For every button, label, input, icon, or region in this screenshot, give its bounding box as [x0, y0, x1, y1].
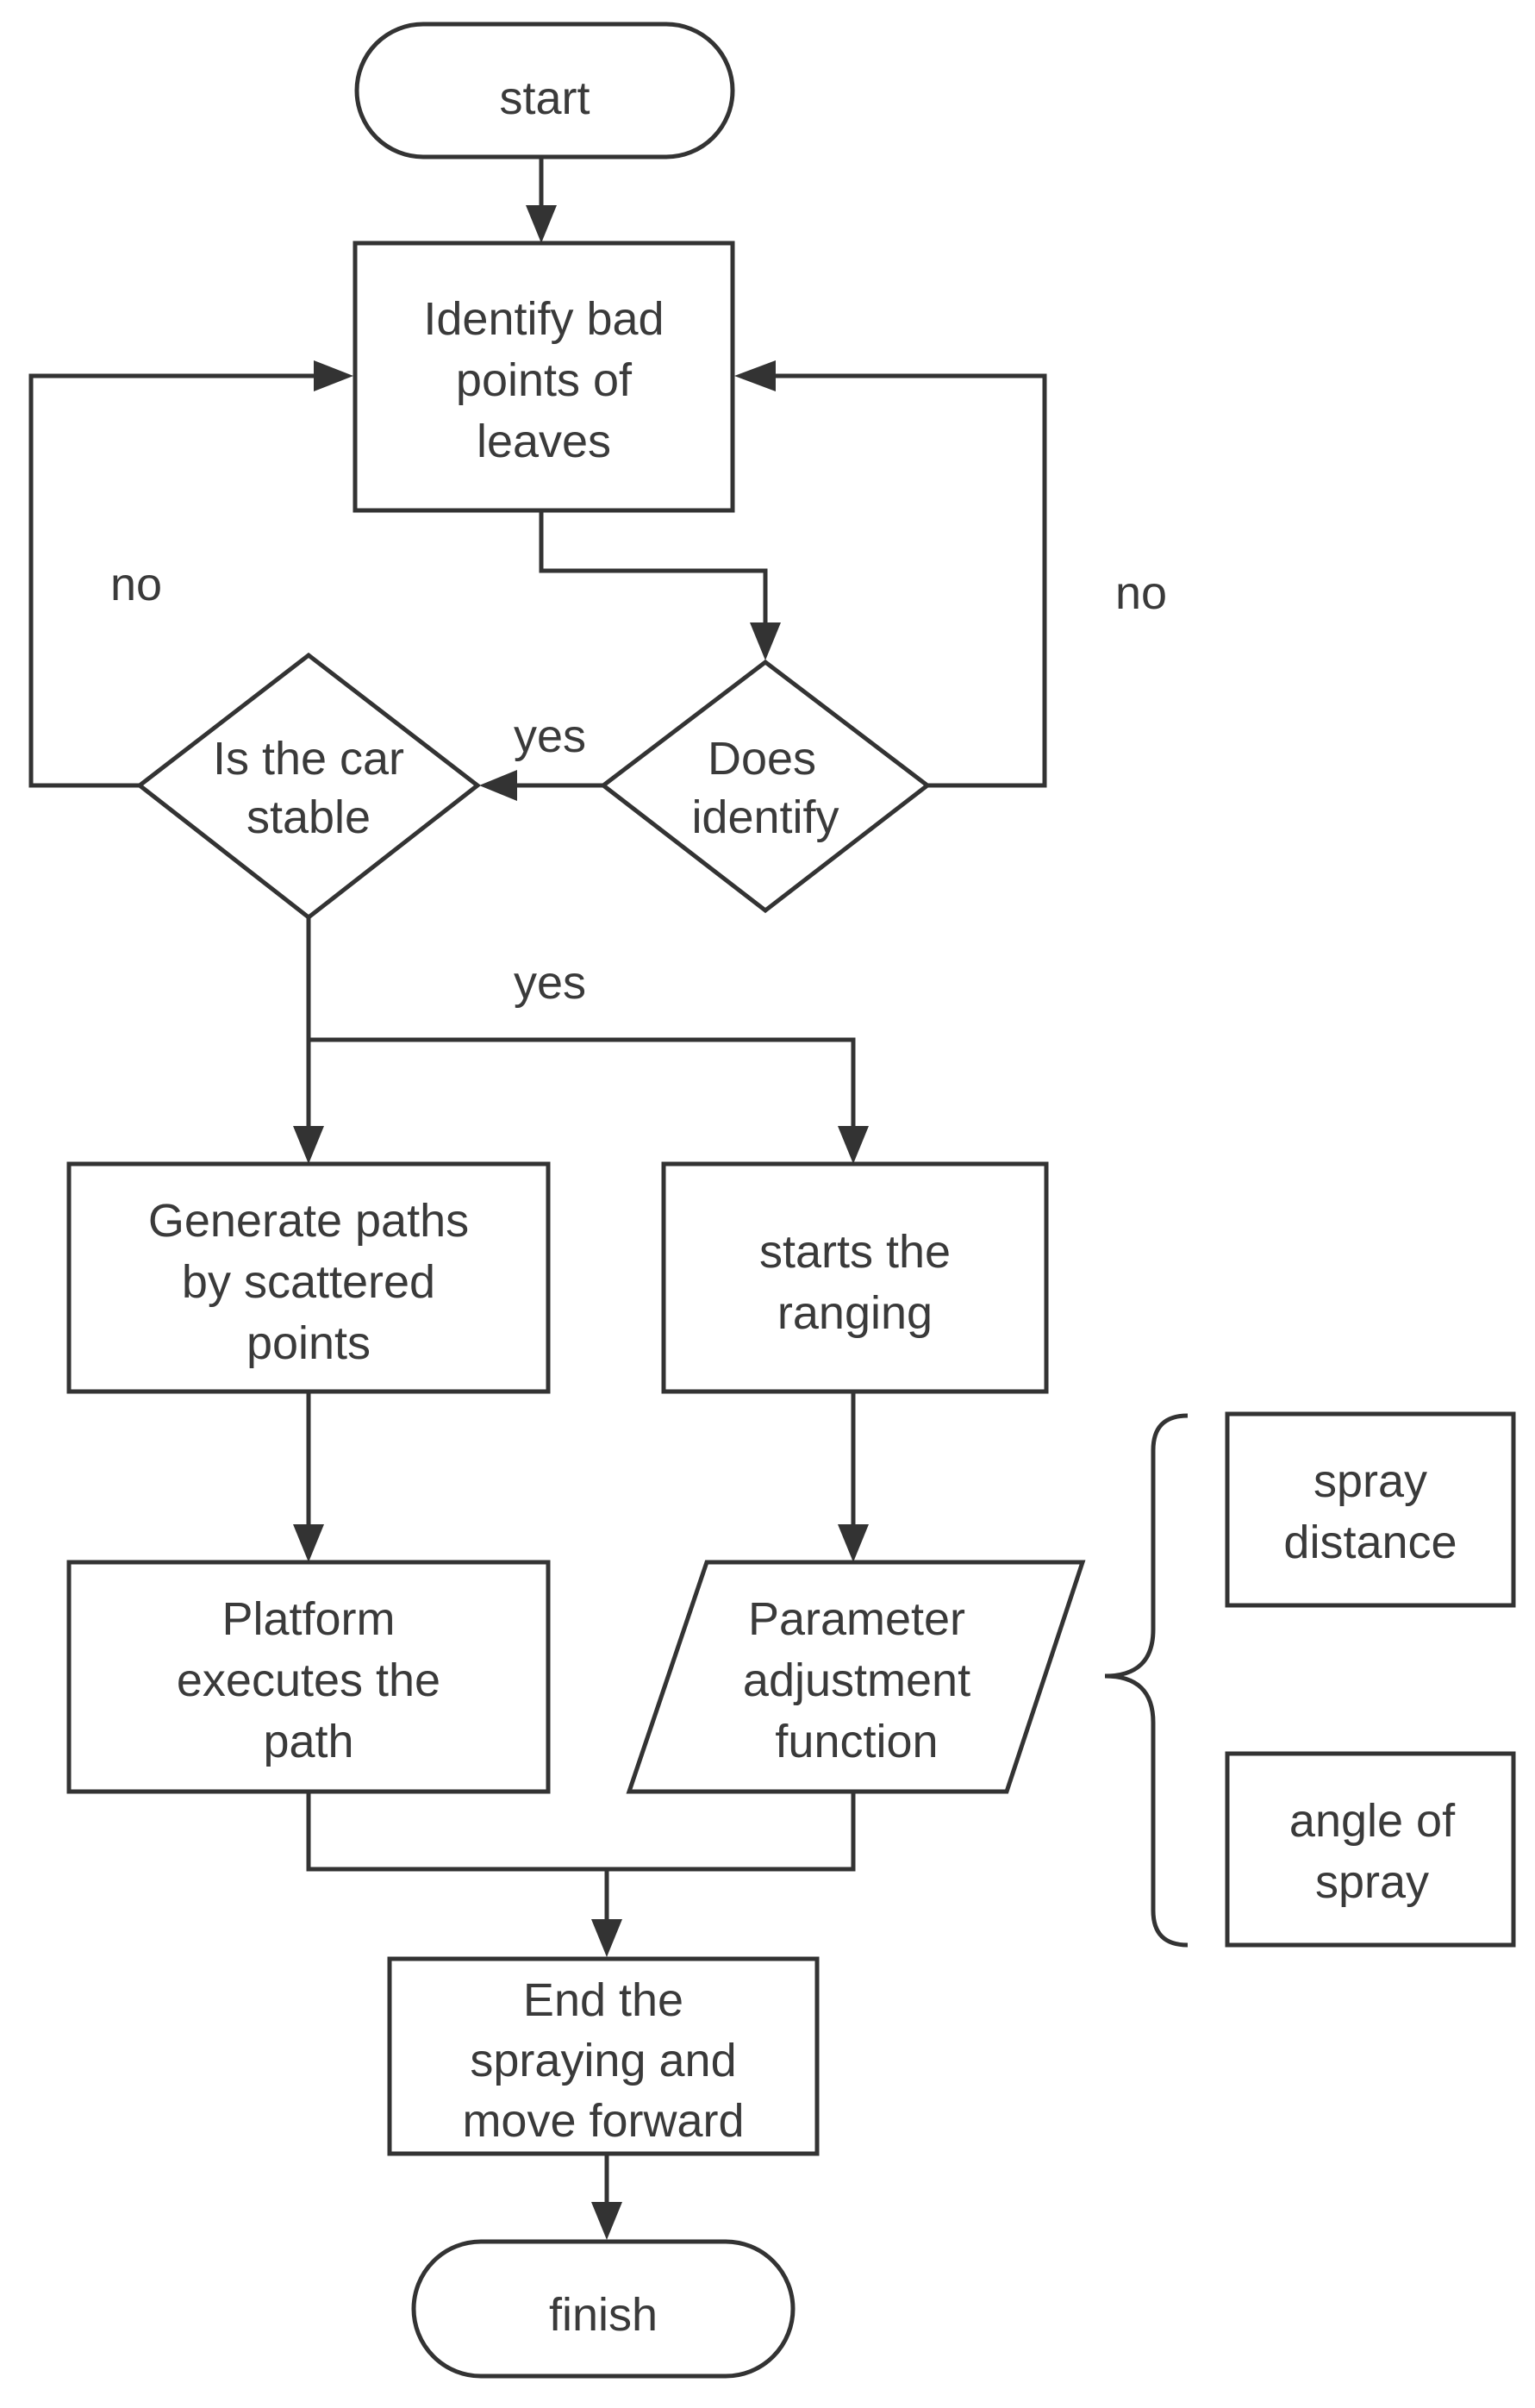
- arrow-identify-to-does-identify: [539, 510, 768, 622]
- node-text: angle of: [1289, 1795, 1456, 1847]
- arrowhead-icon: [293, 1524, 324, 1562]
- io-parameter-adjustment: Parameter adjustment function: [626, 1560, 1086, 1794]
- terminal-finish: finish: [411, 2239, 796, 2379]
- edge-label-no-right: no: [1115, 567, 1167, 619]
- box-angle-of-spray: angle of spray: [1225, 1751, 1516, 1948]
- node-text: Identify bad: [423, 293, 664, 345]
- connectors: [28, 157, 1189, 2240]
- decision-car-stable: Is the car stable: [135, 652, 482, 921]
- node-text: stable: [246, 791, 371, 843]
- edge-label-yes-horizontal: yes: [514, 710, 586, 762]
- node-text: move forward: [462, 2095, 744, 2147]
- arrowhead-icon: [293, 1126, 324, 1164]
- arrowhead-icon: [314, 360, 353, 391]
- node-text: executes the: [177, 1654, 440, 1706]
- node-text: path: [263, 1716, 353, 1767]
- arrowhead-icon: [838, 1524, 869, 1562]
- arrow-merge-left: [306, 1792, 856, 1872]
- edge-label-no-left: no: [110, 559, 162, 610]
- process-generate-paths: Generate paths by scattered points: [66, 1161, 551, 1394]
- node-text: Does: [708, 733, 816, 785]
- arrowhead-icon: [591, 1919, 622, 1957]
- node-text: ranging: [777, 1287, 933, 1339]
- process-identify: Identify bad points of leaves: [353, 241, 735, 513]
- process-end-spraying: End the spraying and move forward: [387, 1956, 820, 2156]
- node-text: Is the car: [213, 733, 404, 785]
- node-text: starts the: [759, 1226, 951, 1278]
- node-text: adjustment: [743, 1654, 970, 1706]
- curly-brace-icon: [1104, 1413, 1189, 1948]
- process-ranging: starts the ranging: [661, 1161, 1049, 1394]
- node-text: points: [246, 1317, 371, 1369]
- node-text: leaves: [477, 416, 611, 467]
- arrowhead-icon: [591, 2202, 622, 2240]
- node-text: spray: [1313, 1455, 1427, 1507]
- process-platform: Platform executes the path: [66, 1560, 551, 1794]
- terminal-start: start: [354, 22, 735, 159]
- node-text: Generate paths: [148, 1195, 469, 1247]
- arrowhead-icon: [526, 205, 557, 243]
- arrow-no-loop-right: [776, 373, 1047, 788]
- decision-does-identify: Does identify: [599, 659, 932, 914]
- node-text: spraying and: [470, 2035, 736, 2086]
- arrowhead-icon: [750, 622, 781, 660]
- node-text: Parameter: [748, 1593, 965, 1645]
- arrowhead-icon: [479, 770, 517, 801]
- node-text: distance: [1283, 1517, 1457, 1568]
- arrow-no-loop-left: [28, 373, 314, 788]
- box-spray-distance: spray distance: [1225, 1411, 1516, 1608]
- node-text: points of: [456, 354, 633, 406]
- arrowhead-icon: [838, 1126, 869, 1164]
- node-text: Platform: [222, 1593, 395, 1645]
- node-text: spray: [1315, 1856, 1429, 1908]
- arrowhead-icon: [734, 360, 776, 391]
- arrow-yes-to-ranging: [309, 1037, 856, 1126]
- node-text: start: [499, 72, 590, 124]
- edge-label-yes-down: yes: [514, 957, 586, 1009]
- node-text: End the: [523, 1974, 683, 2026]
- node-text: function: [775, 1716, 938, 1767]
- node-text: by scattered: [182, 1256, 435, 1308]
- node-text: identify: [691, 791, 839, 843]
- node-text: finish: [549, 2289, 658, 2341]
